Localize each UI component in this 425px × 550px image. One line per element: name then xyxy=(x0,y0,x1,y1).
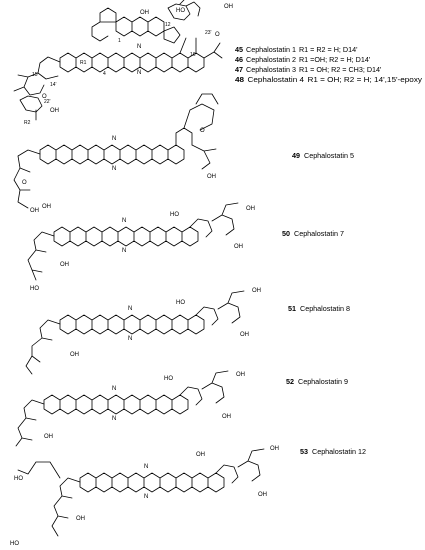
svg-text:O: O xyxy=(200,128,205,134)
svg-text:OH: OH xyxy=(196,452,205,458)
svg-text:R2: R2 xyxy=(24,120,31,126)
svg-text:14': 14' xyxy=(50,82,57,88)
structure-45-48: N N 1 4 12 16 14' 15' 22' 23' R1 R2 HO OH… xyxy=(13,0,233,126)
svg-text:HO: HO xyxy=(170,212,179,218)
svg-text:N: N xyxy=(112,136,116,142)
svg-text:HO: HO xyxy=(10,541,19,547)
svg-text:OH: OH xyxy=(252,288,261,294)
svg-text:OH: OH xyxy=(76,516,85,522)
svg-text:HO: HO xyxy=(30,286,39,292)
svg-text:N: N xyxy=(128,306,132,312)
svg-text:OH: OH xyxy=(44,434,53,440)
svg-text:O: O xyxy=(22,180,27,186)
svg-text:OH: OH xyxy=(140,10,149,16)
svg-text:O: O xyxy=(42,94,47,100)
svg-text:N: N xyxy=(144,494,148,500)
svg-text:12: 12 xyxy=(165,22,171,28)
structure-49: N N OH O OH OH O xyxy=(13,93,219,214)
structure-51: N N HO OH OH OH xyxy=(25,288,261,375)
svg-text:OH: OH xyxy=(42,204,51,210)
svg-text:OH: OH xyxy=(222,414,231,420)
svg-text:OH: OH xyxy=(50,108,59,114)
svg-text:N: N xyxy=(112,416,116,422)
svg-text:23': 23' xyxy=(205,30,212,36)
svg-text:OH: OH xyxy=(30,208,39,214)
svg-text:OH: OH xyxy=(246,206,255,212)
svg-text:OH: OH xyxy=(224,4,233,10)
svg-text:N: N xyxy=(122,248,126,254)
svg-text:HO: HO xyxy=(176,300,185,306)
svg-text:OH: OH xyxy=(270,446,279,452)
svg-text:22': 22' xyxy=(44,99,51,105)
svg-text:R1: R1 xyxy=(80,60,87,66)
svg-text:15': 15' xyxy=(32,72,39,78)
svg-text:OH: OH xyxy=(60,262,69,268)
svg-text:N: N xyxy=(137,44,141,50)
svg-text:N: N xyxy=(122,218,126,224)
svg-text:HO: HO xyxy=(14,476,23,482)
svg-text:N: N xyxy=(137,70,141,76)
svg-text:OH: OH xyxy=(236,372,245,378)
svg-text:OH: OH xyxy=(207,174,216,180)
structure-53: N N OH OH OH HO HO OH xyxy=(10,446,279,547)
svg-text:4: 4 xyxy=(103,71,106,77)
svg-text:N: N xyxy=(144,464,148,470)
svg-text:HO: HO xyxy=(176,8,185,14)
svg-text:HO: HO xyxy=(164,376,173,382)
svg-text:N: N xyxy=(112,166,116,172)
svg-text:N: N xyxy=(112,386,116,392)
svg-text:N: N xyxy=(128,336,132,342)
svg-text:OH: OH xyxy=(258,492,267,498)
svg-text:O: O xyxy=(215,32,220,38)
structure-50: N N HO OH OH HO OH xyxy=(27,202,255,292)
svg-text:OH: OH xyxy=(234,244,243,250)
svg-text:1: 1 xyxy=(118,38,121,44)
structure-52: N N HO OH OH OH xyxy=(15,370,245,447)
svg-text:OH: OH xyxy=(70,352,79,358)
svg-text:OH: OH xyxy=(240,332,249,338)
svg-text:16: 16 xyxy=(190,52,196,58)
